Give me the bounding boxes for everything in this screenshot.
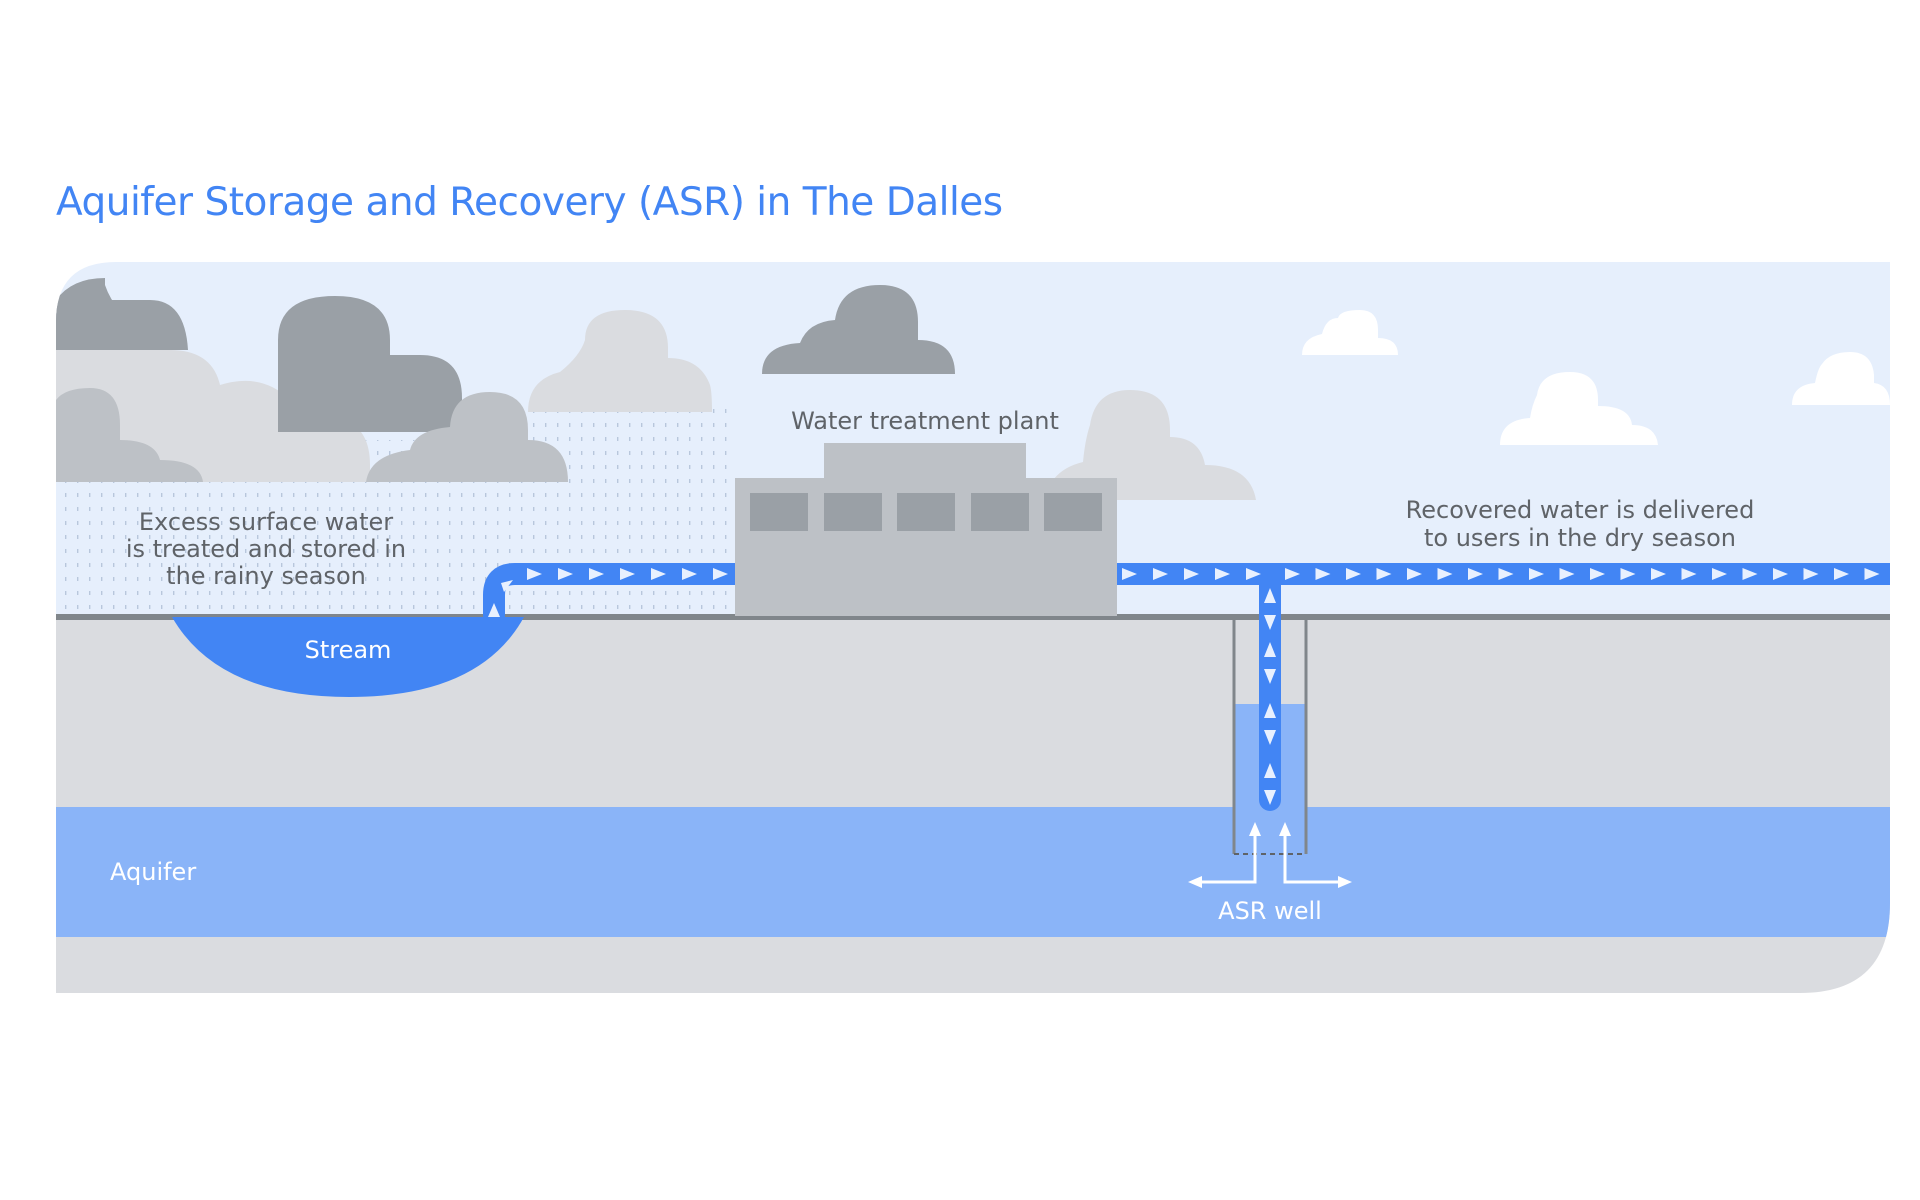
aquifer-layer xyxy=(56,807,1890,937)
cloud-white-1 xyxy=(1302,310,1398,355)
left-note-line-3: the rainy season xyxy=(166,562,366,590)
arrow-down-icon xyxy=(1264,790,1276,805)
plant-window xyxy=(824,493,882,531)
left-note-line-1: Excess surface water xyxy=(139,508,393,536)
plant-window xyxy=(971,493,1029,531)
arrow-right-icon xyxy=(1590,568,1605,580)
arrow-up-icon xyxy=(1279,822,1291,836)
diagram-title: Aquifer Storage and Recovery (ASR) in Th… xyxy=(56,180,1003,225)
arrow-up-icon xyxy=(488,603,500,617)
arrow-right-icon xyxy=(1651,568,1666,580)
arrow-up-icon xyxy=(1264,588,1276,603)
arrow-right-icon xyxy=(1407,568,1422,580)
arrow-left-icon xyxy=(1188,876,1202,888)
stream xyxy=(172,617,524,697)
arrow-right-icon xyxy=(1338,876,1352,888)
arrow-diagonal-icon xyxy=(501,580,513,592)
cloud-dark-3 xyxy=(762,285,955,374)
arrow-right-icon xyxy=(1620,568,1636,580)
cloud-white-3 xyxy=(1792,352,1890,405)
arrow-right-icon xyxy=(1712,568,1727,580)
arrow-right-icon xyxy=(1315,568,1331,580)
stream-label: Stream xyxy=(305,636,392,664)
plant-label: Water treatment plant xyxy=(791,407,1059,435)
arrow-right-icon xyxy=(1773,568,1788,580)
arrow-right-icon xyxy=(1834,568,1849,580)
recharge-arrowheads xyxy=(1188,822,1352,888)
arrow-right-icon xyxy=(1184,568,1199,580)
arrow-right-icon xyxy=(682,568,697,580)
plant-window xyxy=(897,493,955,531)
arrow-right-icon xyxy=(1215,568,1230,580)
cloud-mid-1 xyxy=(56,388,203,482)
arrow-right-icon xyxy=(1742,568,1758,580)
right-note-line-1: Recovered water is delivered xyxy=(1406,496,1755,524)
arrow-right-icon xyxy=(1864,568,1880,580)
arrow-down-icon xyxy=(1264,615,1276,630)
cloud-dark-1 xyxy=(56,278,188,350)
arrow-right-icon xyxy=(1559,568,1575,580)
arrow-up-icon xyxy=(1264,642,1276,657)
left-note-line-2: is treated and stored in xyxy=(126,535,406,563)
panel xyxy=(56,262,1890,993)
arrow-up-icon xyxy=(1249,822,1261,836)
plant-window xyxy=(1044,493,1102,531)
arrow-up-icon xyxy=(1264,703,1276,718)
arrow-right-icon xyxy=(651,568,666,580)
arrow-right-icon xyxy=(1346,568,1361,580)
flow-arrows xyxy=(488,568,1880,805)
arrow-right-icon xyxy=(1285,568,1300,580)
arrow-right-icon xyxy=(1122,568,1137,580)
arrow-right-icon xyxy=(558,568,573,580)
arrow-right-icon xyxy=(1376,568,1392,580)
arrow-up-icon xyxy=(1264,763,1276,778)
water-treatment-plant xyxy=(735,443,1117,616)
arrow-right-icon xyxy=(1246,568,1261,580)
arrow-down-icon xyxy=(1264,669,1276,684)
arrow-down-icon xyxy=(1264,730,1276,745)
arrow-right-icon xyxy=(527,568,542,580)
cloud-white-2 xyxy=(1500,372,1658,445)
arrow-right-icon xyxy=(1803,568,1819,580)
plant-window xyxy=(750,493,808,531)
cloud-dark-2 xyxy=(278,296,462,432)
cloud-light-3 xyxy=(1045,390,1256,500)
arrow-right-icon xyxy=(1529,568,1544,580)
arrow-right-icon xyxy=(713,568,728,580)
arrow-right-icon xyxy=(1468,568,1483,580)
asr-well-label: ASR well xyxy=(1218,897,1322,925)
arrow-right-icon xyxy=(589,568,604,580)
cloud-light-2 xyxy=(528,310,712,412)
aquifer-label: Aquifer xyxy=(110,858,196,886)
intake-pipe xyxy=(483,563,735,620)
arrow-right-icon xyxy=(1153,568,1168,580)
ground-line xyxy=(56,614,1890,620)
cloud-mid-2 xyxy=(366,392,568,482)
arrow-right-icon xyxy=(620,568,635,580)
recharge-arrows xyxy=(1198,830,1342,884)
arrow-right-icon xyxy=(1498,568,1514,580)
arrow-right-icon xyxy=(1437,568,1453,580)
arrow-right-icon xyxy=(1681,568,1697,580)
right-note-line-2: to users in the dry season xyxy=(1424,524,1736,552)
